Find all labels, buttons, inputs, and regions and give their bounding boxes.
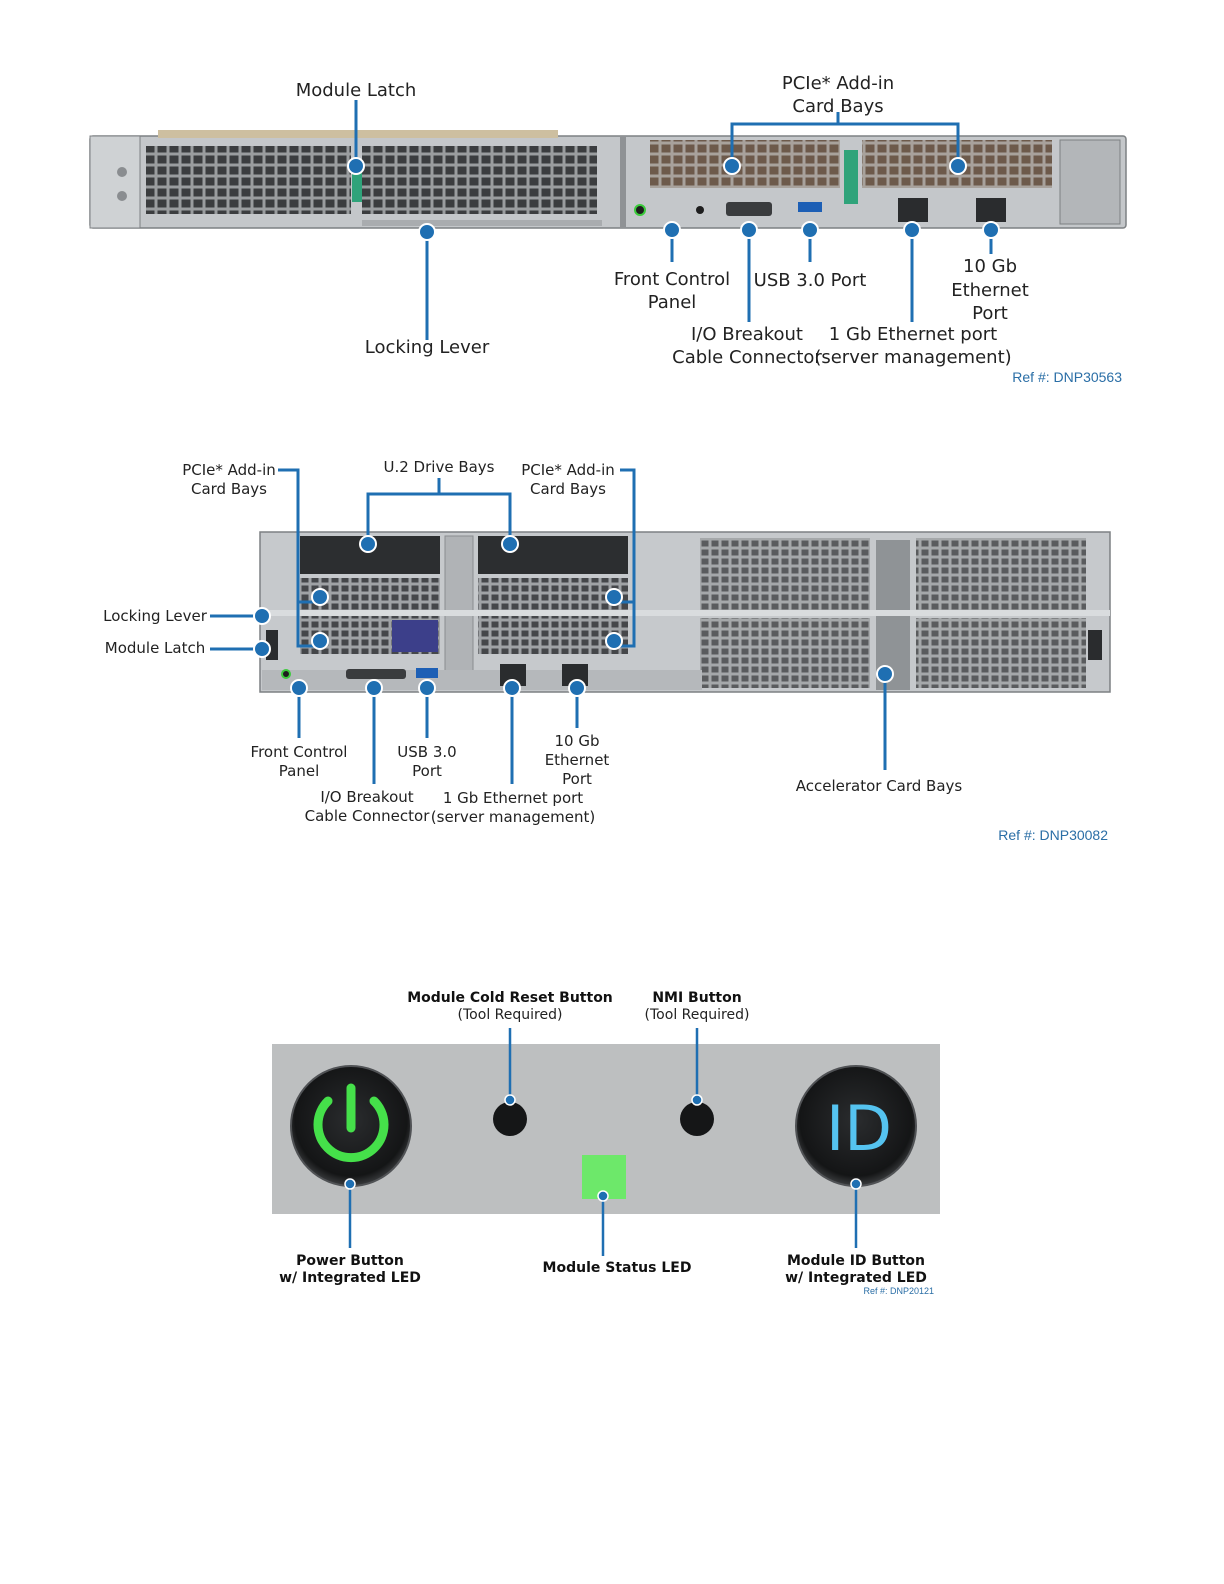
label-status-led: Module Status LED xyxy=(543,1260,692,1276)
io-breakout-connector xyxy=(726,202,772,216)
power-button[interactable] xyxy=(290,1065,412,1187)
label-pcie-right-line2: Card Bays xyxy=(530,480,606,498)
label-pcie-bays-line2: Card Bays xyxy=(792,96,883,117)
ref-number: Ref #: DNP30563 xyxy=(1012,369,1122,385)
id-icon: ID xyxy=(826,1092,892,1165)
label-10gb-line3: Port xyxy=(972,303,1008,324)
usb-port-icon xyxy=(798,202,822,212)
accelerator-module-chassis xyxy=(259,531,1111,693)
label-pcie-left-line2: Card Bays xyxy=(191,480,267,498)
label-1gb-2-line1: 1 Gb Ethernet port xyxy=(443,789,583,807)
label-io-breakout-line1: I/O Breakout xyxy=(691,324,803,345)
label-id-line2: w/ Integrated LED xyxy=(785,1270,927,1286)
power-icon xyxy=(313,1083,389,1163)
rj45-10gb-port xyxy=(976,198,1006,222)
figure-front-control-panel: ID Module Cold Reset Button (Tool Requir… xyxy=(0,980,1224,1310)
label-10gb-line1: 10 Gb xyxy=(963,256,1017,277)
label-module-latch-2: Module Latch xyxy=(105,639,206,657)
label-power-line1: Power Button xyxy=(296,1253,404,1269)
label-nmi-line2: (Tool Required) xyxy=(645,1007,750,1023)
label-pcie-bays-line1: PCIe* Add-in xyxy=(782,73,894,94)
u2-drive-bay-right xyxy=(478,536,628,574)
rj45-1gb-port xyxy=(898,198,928,222)
label-locking-lever: Locking Lever xyxy=(365,337,490,358)
label-10gb-2-line2: Ethernet xyxy=(545,751,610,769)
label-id-line1: Module ID Button xyxy=(787,1253,925,1269)
label-front-control-line1: Front Control xyxy=(614,269,730,290)
label-cold-reset-line1: Module Cold Reset Button xyxy=(407,990,613,1006)
label-1gb-line2: (server management) xyxy=(814,347,1011,368)
module-latch-handle xyxy=(352,160,362,202)
label-10gb-2-line1: 10 Gb xyxy=(555,732,600,750)
accelerator-vent-lower-right xyxy=(916,618,1086,688)
cold-reset-button[interactable] xyxy=(493,1102,527,1136)
accelerator-vent-upper-left xyxy=(700,538,870,610)
label-power-line2: w/ Integrated LED xyxy=(279,1270,421,1286)
callout-dots-2 xyxy=(253,535,894,697)
module-id-button[interactable]: ID xyxy=(795,1065,917,1187)
power-button-icon xyxy=(634,204,646,216)
label-10gb-line2: Ethernet xyxy=(951,280,1029,301)
label-pcie-right-line1: PCIe* Add-in xyxy=(521,461,615,479)
vent-grille-left xyxy=(146,146,351,214)
label-usb-2-line1: USB 3.0 xyxy=(397,743,456,761)
label-front-control-line2: Panel xyxy=(648,292,697,313)
label-nmi-line1: NMI Button xyxy=(652,990,741,1006)
label-usb-2-line2: Port xyxy=(412,762,442,780)
accelerator-vent-lower-left xyxy=(700,618,870,688)
label-io-breakout-line2: Cable Connector xyxy=(672,347,822,368)
label-pcie-left-line1: PCIe* Add-in xyxy=(182,461,276,479)
label-locking-lever-2: Locking Lever xyxy=(103,607,208,625)
ref-number-3: Ref #: DNP20121 xyxy=(863,1286,934,1296)
label-module-latch: Module Latch xyxy=(296,80,417,101)
label-front-control-2-line2: Panel xyxy=(279,762,319,780)
label-cold-reset-line2: (Tool Required) xyxy=(458,1007,563,1023)
ref-number-2: Ref #: DNP30082 xyxy=(998,827,1108,843)
callout-dots-3 xyxy=(344,1094,862,1202)
label-io-breakout-2-line2: Cable Connector xyxy=(305,807,431,825)
label-front-control-2-line1: Front Control xyxy=(251,743,348,761)
label-10gb-2-line3: Port xyxy=(562,770,592,788)
accelerator-vent-upper-right xyxy=(916,538,1086,610)
label-io-breakout-2-line1: I/O Breakout xyxy=(320,788,413,806)
label-u2-drive-bays: U.2 Drive Bays xyxy=(384,458,495,476)
label-1gb-line1: 1 Gb Ethernet port xyxy=(829,324,997,345)
compute-module-chassis xyxy=(89,130,1127,229)
pcie-bay-left xyxy=(650,140,840,188)
label-accelerator-bays: Accelerator Card Bays xyxy=(796,777,963,795)
callout-dots xyxy=(347,157,1000,241)
figure-accelerator-module-front: PCIe* Add-in Card Bays U.2 Drive Bays PC… xyxy=(0,440,1224,860)
figure-compute-module-front: Module Latch PCIe* Add-in Card Bays Lock… xyxy=(0,0,1224,400)
label-usb-port: USB 3.0 Port xyxy=(754,270,867,291)
nmi-button[interactable] xyxy=(680,1102,714,1136)
label-1gb-2-line2: (server management) xyxy=(431,808,595,826)
callout-lines-3 xyxy=(348,1028,858,1256)
vent-grille-center xyxy=(362,146,597,214)
